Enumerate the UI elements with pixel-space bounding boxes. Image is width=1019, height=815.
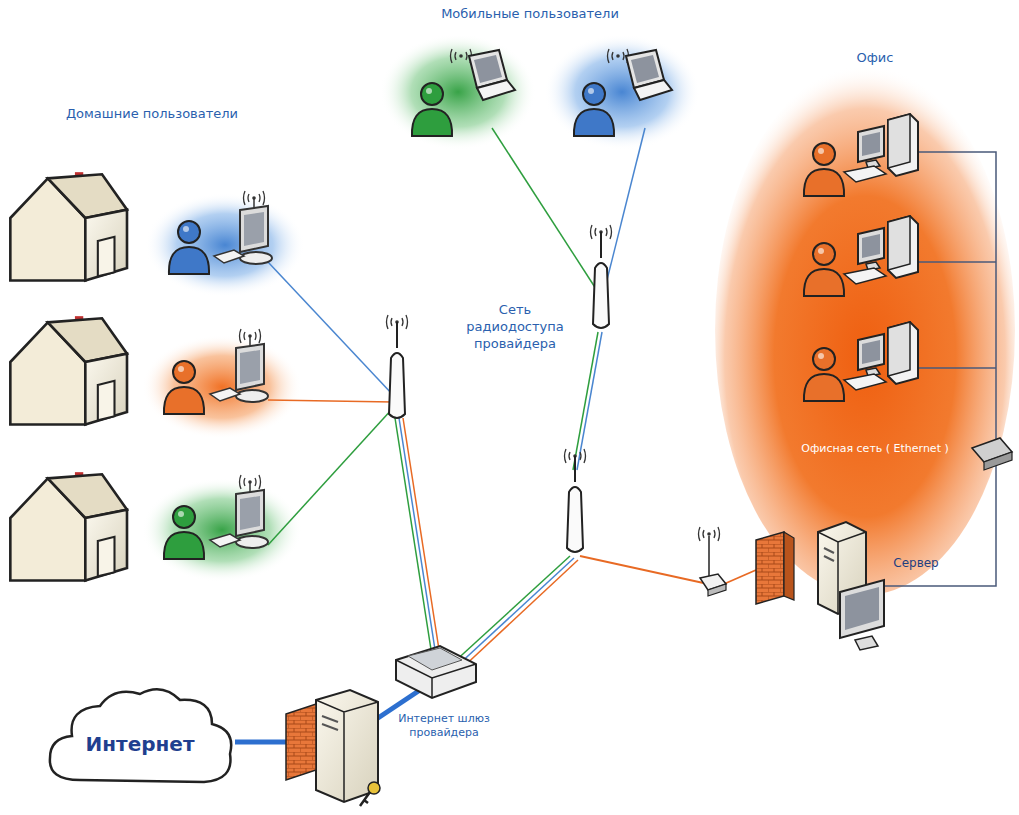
group-label: Офис xyxy=(835,50,915,67)
group-label: Домашние пользователи xyxy=(22,106,282,123)
node-title: Интернет xyxy=(85,731,194,757)
device-label: Интернет шлюз провайдера xyxy=(392,712,496,741)
device-label: Сервер xyxy=(878,556,954,572)
office-network-region: Офисная сеть ( Ethernet ) xyxy=(770,80,980,560)
internet-cloud: Интернет xyxy=(40,680,240,796)
node-title: Офисная сеть ( Ethernet ) xyxy=(775,442,975,456)
group-label: Мобильные пользователи xyxy=(410,6,650,23)
network-label: Сеть радиодоступа провайдера xyxy=(452,302,578,353)
